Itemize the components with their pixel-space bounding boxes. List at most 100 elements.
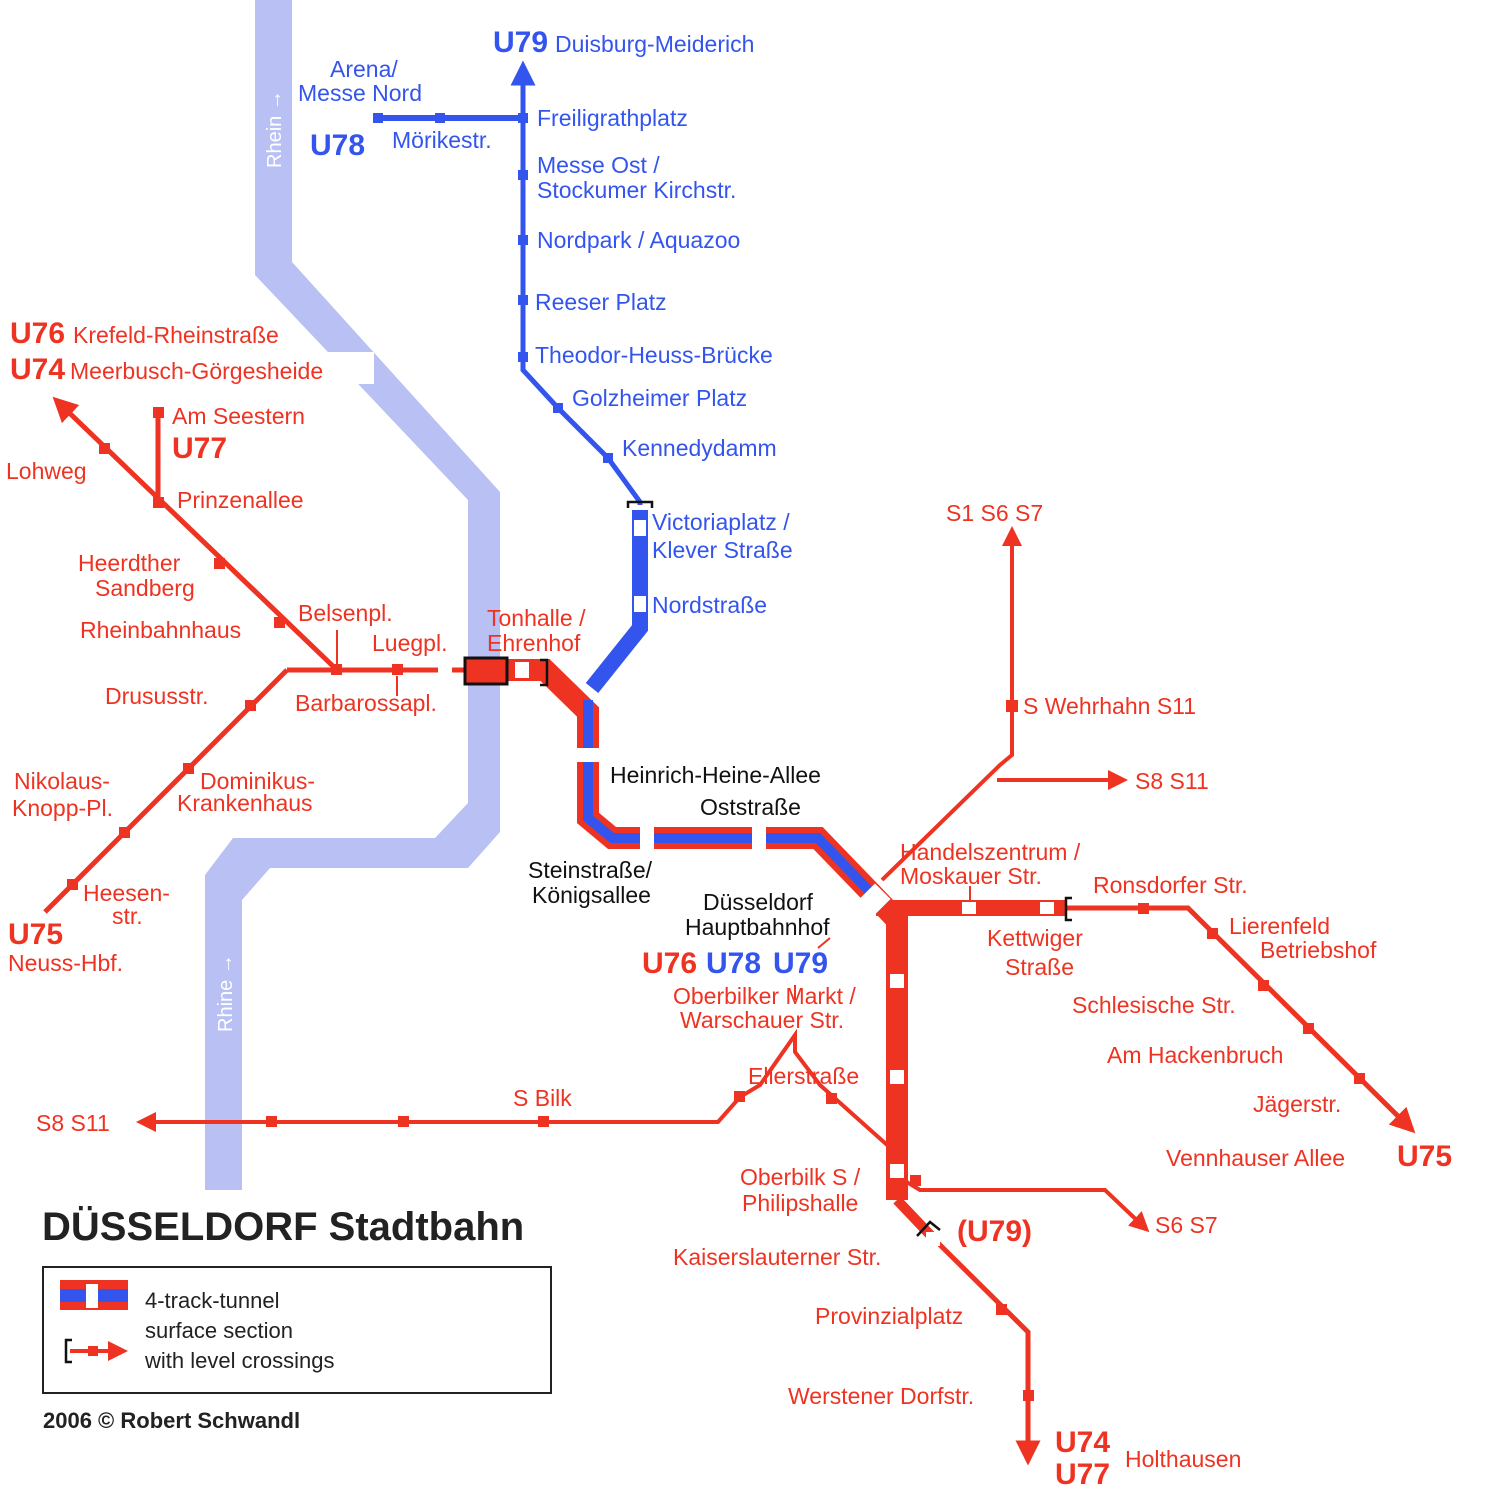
station-prinzenallee[interactable]: [153, 497, 164, 508]
label-heerdt-1: Heerdther: [78, 550, 181, 576]
station-theodor[interactable]: [518, 352, 528, 362]
station-victoriaplatz[interactable]: [634, 520, 646, 536]
station-sbahn-w2[interactable]: [398, 1116, 409, 1127]
label-lierenfeld-2: Betriebshof: [1260, 937, 1377, 963]
station-golzheimer[interactable]: [553, 403, 563, 413]
station-handelszentrum[interactable]: [962, 902, 976, 914]
sbahn-south-label: S6 S7: [1155, 1212, 1218, 1238]
station-provinzialplatz[interactable]: [996, 1304, 1007, 1315]
station-oberbilk-s[interactable]: [890, 1164, 904, 1178]
station-rheinbahnhaus[interactable]: [274, 617, 285, 628]
label-lierenfeld-1: Lierenfeld: [1229, 913, 1330, 939]
sbahn-north-line: [880, 526, 1022, 882]
u79-branch-label: (U79): [957, 1215, 1032, 1248]
station-oberbilker[interactable]: [890, 974, 904, 988]
label-messe-ost-1: Messe Ost /: [537, 152, 660, 178]
red-stations: [67, 407, 1365, 1401]
station-nordstrasse[interactable]: [634, 596, 646, 612]
station-drususstr[interactable]: [245, 700, 256, 711]
label-s-bilk: S Bilk: [513, 1085, 572, 1111]
station-reeser[interactable]: [518, 295, 528, 305]
label-freiligrathplatz: Freiligrathplatz: [537, 105, 688, 131]
legend-surface-label-1: surface section: [145, 1318, 293, 1343]
u79-dest-north: Duisburg-Meiderich: [555, 31, 754, 57]
station-am-seestern[interactable]: [153, 407, 164, 418]
sbahn-west-label: S8 S11: [36, 1110, 110, 1136]
label-barbarossapl: Barbarossapl.: [295, 690, 437, 716]
station-heesenstr[interactable]: [67, 879, 78, 890]
station-sbahn-w3[interactable]: [266, 1116, 277, 1127]
label-rheinbahnhaus: Rheinbahnhaus: [80, 617, 241, 643]
label-steinstr-1: Steinstraße/: [528, 857, 653, 883]
legend-bracket: [64, 1338, 72, 1364]
station-arena[interactable]: [373, 113, 383, 123]
station-schlesische[interactable]: [1258, 980, 1269, 991]
sbahn-west-line: [136, 1028, 897, 1154]
river-label-rhein: Rhein →: [264, 90, 286, 168]
legend-surface-label-2: with level crossings: [144, 1348, 335, 1373]
station-kettwiger[interactable]: [1040, 902, 1054, 914]
label-jaegerstr: Jägerstr.: [1253, 1091, 1341, 1117]
station-nikolaus[interactable]: [119, 827, 130, 838]
label-victoria-1: Victoriaplatz /: [652, 509, 790, 535]
u74-dest: Meerbusch-Görgesheide: [70, 358, 323, 384]
station-sbahn-ellerstr[interactable]: [826, 1093, 837, 1104]
station-tonhalle[interactable]: [515, 662, 529, 678]
station-jaegerstr[interactable]: [1354, 1073, 1365, 1084]
u76-dest: Krefeld-Rheinstraße: [73, 322, 279, 348]
station-sbahn-w1[interactable]: [734, 1091, 745, 1102]
label-oberbilk-1: Oberbilk S /: [740, 1164, 861, 1190]
station-belsenpl[interactable]: [331, 664, 342, 675]
legend-tunnel-station: [86, 1284, 98, 1308]
station-dominikus[interactable]: [183, 763, 194, 774]
station-nordpark[interactable]: [518, 235, 528, 245]
legend: 4-track-tunnel surface section with leve…: [42, 1266, 552, 1394]
label-dominikus-2: Krankenhaus: [177, 790, 313, 816]
station-ellerstrasse[interactable]: [890, 1070, 904, 1084]
station-sbahn-se[interactable]: [910, 1175, 921, 1186]
station-luegpl-tunnel[interactable]: [438, 662, 452, 678]
sbahn-east-label: S8 S11: [1135, 768, 1209, 794]
station-freiligrathplatz[interactable]: [518, 113, 528, 123]
label-hbf-2: Hauptbahnhof: [685, 914, 830, 940]
label-leaders: [336, 630, 971, 1000]
station-s-bilk[interactable]: [538, 1116, 549, 1127]
station-kaiserslauterner[interactable]: [926, 1232, 940, 1246]
station-lierenfeld[interactable]: [1207, 928, 1218, 939]
label-hha: Heinrich-Heine-Allee: [610, 762, 821, 788]
label-nikolaus-2: Knopp-Pl.: [12, 795, 113, 821]
label-hbf-1: Düsseldorf: [703, 889, 814, 915]
label-s-wehrhahn: S Wehrhahn S11: [1023, 693, 1196, 719]
label-arena-2: Messe Nord: [298, 80, 422, 106]
station-oststrasse[interactable]: [752, 826, 766, 852]
u74-u77-south-line: [933, 1238, 1041, 1466]
u75-east-code: U75: [1397, 1140, 1452, 1173]
station-hha[interactable]: [576, 748, 602, 762]
station-moerikestr[interactable]: [435, 113, 445, 123]
label-nordpark: Nordpark / Aquazoo: [537, 227, 740, 253]
station-kennedydamm[interactable]: [603, 453, 613, 463]
hbf-line-u76: U76: [642, 947, 697, 980]
tunnel-stations: [438, 520, 1054, 1246]
station-heerdt[interactable]: [214, 558, 225, 569]
hbf-line-u78: U78: [706, 947, 761, 980]
label-lohweg: Lohweg: [6, 458, 87, 484]
station-steinstr[interactable]: [640, 826, 654, 852]
station-ronsdorfer[interactable]: [1138, 903, 1149, 914]
credit: 2006 © Robert Schwandl: [43, 1408, 300, 1433]
station-s-wehrhahn[interactable]: [1006, 700, 1018, 712]
legend-surface-station: [88, 1346, 98, 1356]
station-werstener[interactable]: [1023, 1390, 1034, 1401]
station-barbarossapl[interactable]: [392, 664, 403, 675]
label-kettwiger-1: Kettwiger: [987, 925, 1083, 951]
label-reeser: Reeser Platz: [535, 289, 667, 315]
river-label-rhine: Rhine →: [215, 954, 237, 1032]
label-werstener: Werstener Dorfstr.: [788, 1383, 974, 1409]
station-hackenbruch[interactable]: [1303, 1023, 1314, 1034]
station-messe-ost[interactable]: [518, 170, 528, 180]
hbf-line-u79: U79: [773, 947, 828, 980]
station-lohweg[interactable]: [99, 443, 110, 454]
label-nordstrasse: Nordstraße: [652, 592, 767, 618]
label-tonhalle-2: Ehrenhof: [487, 630, 581, 656]
